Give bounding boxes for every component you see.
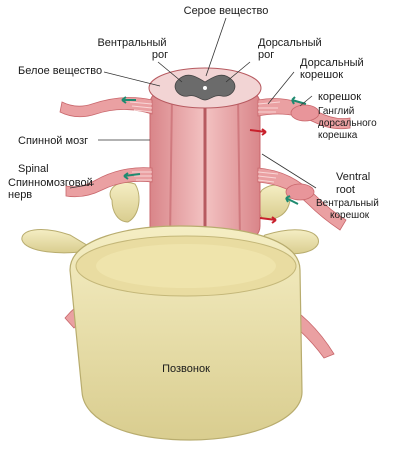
label-dorsal-horn-2: рог (258, 49, 274, 61)
central-canal (203, 86, 207, 90)
cord-fiber-right (237, 94, 241, 239)
upper-arch-left (109, 182, 140, 223)
dorsal-ganglion-upper (290, 104, 320, 122)
arrow-red-lower-right (259, 216, 277, 224)
transverse-process-left (21, 229, 97, 254)
label-white-matter: Белое вещество (18, 65, 102, 77)
cord-fiber-left (169, 94, 173, 239)
dorsal-ganglion-lower (285, 183, 315, 201)
label-grey-matter: Серое вещество (184, 5, 269, 17)
label-ganglion-2: дорсального (318, 118, 377, 129)
label-spinal-cord: Спинной мозг (18, 135, 88, 147)
rootlets (129, 101, 281, 183)
label-dorsal-horn-1: Дорсальный (258, 37, 322, 49)
upper-arch-right (257, 184, 291, 220)
vertebral-endplate-inner (96, 244, 276, 288)
label-ventral-horn-2: рог (152, 49, 168, 61)
upper-root-left (59, 97, 153, 118)
label-dorsal-root-2: корешок (300, 69, 343, 81)
label-dorsal-root-1: Дорсальный (300, 57, 364, 69)
label-ventral-root-2: корешок (330, 210, 370, 221)
label-spinal-nerve-1: Спинномозговой (8, 177, 93, 189)
arrow-green-lower-left (123, 172, 141, 180)
leader-lines (69, 17, 317, 189)
arrow-red-upper-right (249, 128, 267, 136)
label-ventral-root-en-2: root (336, 184, 355, 196)
label-ganglion-3: корешка (318, 130, 358, 141)
label-ventral-root-1: Вентральный (316, 198, 379, 209)
label-root: корешок (318, 91, 361, 103)
label-vertebra: Позвонок (162, 363, 210, 375)
arrow-green-upper-left (121, 96, 136, 104)
label-ventral-root-en-1: Ventral (336, 171, 370, 183)
label-ganglion-1: Ганглий (318, 106, 354, 117)
label-spinal-nerve-2: нерв (8, 189, 32, 201)
label-ventral-horn-1: Вентральный (97, 37, 166, 49)
label-spinal-en: Spinal (18, 163, 49, 175)
arrow-green-lower-right (285, 195, 299, 205)
